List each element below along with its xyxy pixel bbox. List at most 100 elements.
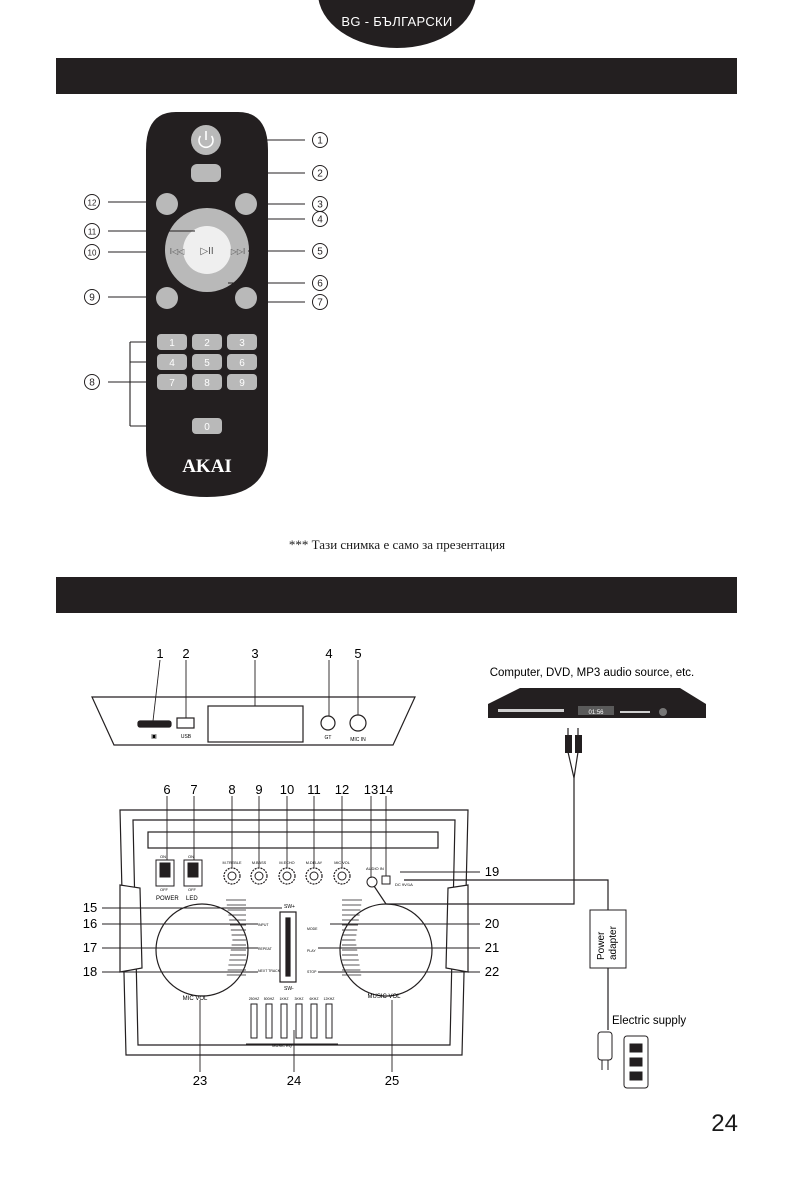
top-number-2: 2 xyxy=(182,646,189,661)
play-label: PLAY xyxy=(307,949,316,953)
eq-slider-1 xyxy=(265,1003,273,1039)
button-7 xyxy=(235,287,257,309)
power-adapter xyxy=(589,909,627,969)
supply-label: Electric supply xyxy=(612,1015,686,1027)
eq-label-1: 500HZ xyxy=(264,997,275,1001)
brand-logo: AKAI xyxy=(182,456,232,477)
key-0-button[interactable] xyxy=(192,418,222,434)
callout-2-circle xyxy=(312,165,328,181)
key-7-label: 7 xyxy=(169,378,175,389)
eq-slider-3 xyxy=(295,1003,303,1039)
key-6-button[interactable] xyxy=(227,354,257,370)
speaker-grilles xyxy=(226,899,362,976)
button-3 xyxy=(235,193,257,215)
bottom-number-24: 24 xyxy=(287,1073,301,1088)
key-2-button[interactable] xyxy=(192,334,222,350)
knob-cap-12 xyxy=(337,871,347,881)
top-number-3: 3 xyxy=(251,646,258,661)
top-number-1: 1 xyxy=(156,646,163,661)
callout-2: 2 xyxy=(317,169,323,180)
eq-label-3: 3KHZ xyxy=(295,997,305,1001)
callout-6: 6 xyxy=(317,279,323,290)
bottom-number-23: 23 xyxy=(193,1073,207,1088)
source-label: Computer, DVD, MP3 audio source, etc. xyxy=(490,667,695,679)
callout-4-circle xyxy=(312,211,328,227)
play-pause-button xyxy=(183,226,231,274)
top-panel-leaders xyxy=(152,659,359,722)
side-number-17: 17 xyxy=(83,940,97,955)
key-9-button[interactable] xyxy=(227,374,257,390)
eq-label-5: 12KHZ xyxy=(324,997,336,1001)
adapter-label-2: adapter xyxy=(608,925,619,960)
eq-slider-2 xyxy=(280,1003,288,1039)
side-number-15: 15 xyxy=(83,900,97,915)
sw-plus-label: SW+ xyxy=(284,904,295,910)
key-4-label: 4 xyxy=(169,358,175,369)
bottom-number-25: 25 xyxy=(385,1073,399,1088)
usb-label: USB xyxy=(181,734,192,740)
callout-8: 8 xyxy=(89,378,95,389)
callout-5: 5 xyxy=(317,247,323,258)
eq-slider-0 xyxy=(250,1003,258,1039)
off-label-1: OFF xyxy=(160,887,169,892)
callout-7-circle xyxy=(312,294,328,310)
rca-plug-1 xyxy=(565,735,572,753)
key-7-button[interactable] xyxy=(157,374,187,390)
section-bar-top xyxy=(56,58,737,94)
aux-jack xyxy=(366,876,378,888)
key-2-label: 2 xyxy=(204,338,210,349)
panel-number-6: 6 xyxy=(163,782,170,797)
power-icon xyxy=(198,131,214,149)
key-4-button[interactable] xyxy=(157,354,187,370)
callout-10-circle xyxy=(84,244,100,260)
on-label-1: ON xyxy=(160,854,166,859)
callout-5-circle xyxy=(312,243,328,259)
sd-icon: ▣ xyxy=(151,734,157,740)
panel-number-14: 14 xyxy=(379,782,393,797)
dvd-display: 01:56 xyxy=(588,710,604,716)
panel-number-8: 8 xyxy=(228,782,235,797)
outlet-icon xyxy=(623,1035,649,1089)
eq-slider-4 xyxy=(310,1003,318,1039)
side-number-19: 19 xyxy=(485,864,499,879)
panel-number-10: 10 xyxy=(280,782,294,797)
callout-1-circle xyxy=(312,132,328,148)
callout-1: 1 xyxy=(317,136,323,147)
knob-cap-8 xyxy=(227,871,237,881)
aux-label: AUDIO IN xyxy=(366,866,384,871)
section-bar-bottom xyxy=(56,577,737,613)
page-number: 24 xyxy=(711,1110,738,1137)
panel-number-9: 9 xyxy=(255,782,262,797)
panel-number-11: 11 xyxy=(307,782,321,797)
play-pause-icon: ▷II xyxy=(200,246,213,257)
music-vol-label: MUSIC VOL xyxy=(367,994,401,1000)
next-icon: ▷▷I xyxy=(231,247,246,256)
callout-12: 12 xyxy=(88,199,97,208)
knob-cap-9 xyxy=(254,871,264,881)
callout-3: 3 xyxy=(317,200,323,211)
eq-label-4: 6KHZ xyxy=(310,997,320,1001)
eq-group-label: MUSIC EQ xyxy=(272,1043,292,1048)
key-5-button[interactable] xyxy=(192,354,222,370)
key-8-button[interactable] xyxy=(192,374,222,390)
key-3-label: 3 xyxy=(239,338,245,349)
panel-number-7: 7 xyxy=(190,782,197,797)
top-number-4: 4 xyxy=(325,646,332,661)
led-label: LED xyxy=(186,896,198,902)
stop-label: STOP xyxy=(307,970,317,974)
power-label: POWER xyxy=(156,896,179,902)
language-label: BG - БЪЛГАРСКИ xyxy=(341,14,453,29)
key-3-button[interactable] xyxy=(227,334,257,350)
dc-label: DC 9V/1A xyxy=(395,882,413,887)
key-1-button[interactable] xyxy=(157,334,187,350)
speaker-cabinet xyxy=(119,809,469,1056)
input-label: INPUT xyxy=(258,923,269,927)
key-0-label: 0 xyxy=(204,422,210,433)
photo-caption: *** Тази снимка е само за презентация xyxy=(288,537,506,552)
eq-slider-5 xyxy=(325,1003,333,1039)
